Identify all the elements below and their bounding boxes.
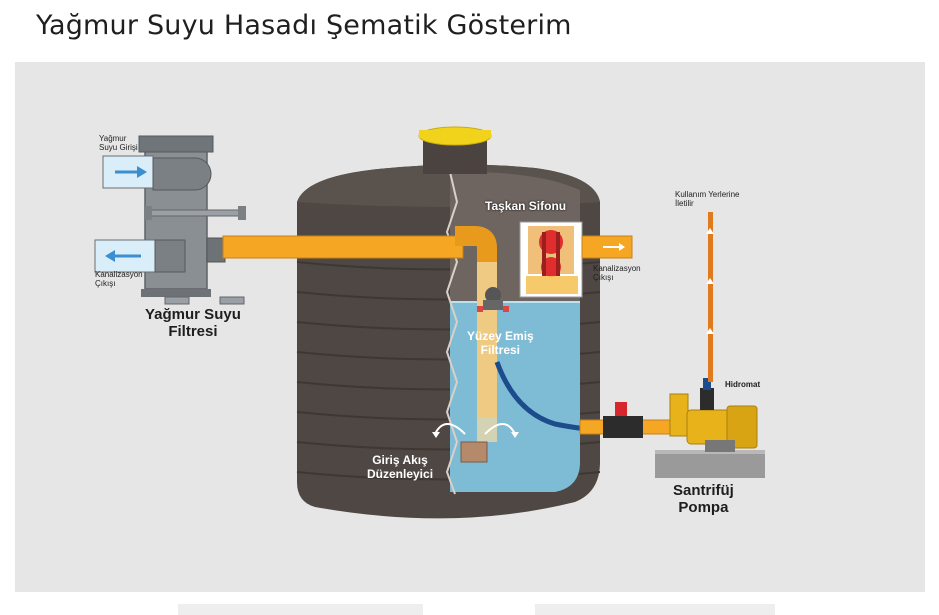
- rain-filter-unit: [94, 135, 246, 305]
- inflow-regulator-line2: Düzenleyici: [367, 466, 434, 481]
- sewer-outlet-right-line2: Çıkışı: [593, 273, 614, 283]
- rain-filter-label-line2: Filtresi: [168, 323, 218, 341]
- usage-points-label: Kullanım Yerlerine İletilir: [675, 190, 739, 208]
- pump-label-line2: Pompa: [678, 499, 729, 517]
- inflow-regulator-line1: Giriş Akış: [372, 453, 428, 467]
- usage-points-line2: İletilir: [675, 199, 694, 209]
- sewer-outlet-left-label: Kanalizasyon Çıkışı: [95, 270, 143, 288]
- sewer-outlet-left-line2: Çıkışı: [95, 279, 116, 289]
- rain-inlet-label-line1: Yağmur: [99, 134, 127, 143]
- page-title: Yağmur Suyu Hasadı Şematik Gösterim: [36, 10, 572, 41]
- sewer-outlet-left-line1: Kanalizasyon: [95, 270, 143, 279]
- pump-label-line1: Santrifüj: [673, 482, 734, 499]
- schematic-diagram: Yağmur Suyu Girişi Kanalizasyon Çıkışı Y…: [15, 62, 925, 592]
- surface-filter-line2: Filtresi: [480, 342, 521, 357]
- inflow-regulator-label: Giriş Akış Düzenleyici: [367, 453, 434, 482]
- surface-filter-label: Yüzey Emiş Filtresi: [467, 329, 534, 358]
- rain-filter-label: Yağmur Suyu Filtresi: [145, 306, 241, 341]
- sewer-outlet-right-line1: Kanalizasyon: [593, 264, 641, 273]
- sewer-outlet-right-label: Kanalizasyon Çıkışı: [593, 264, 641, 282]
- centrifugal-pump: [655, 212, 765, 478]
- bottom-image-strip-left: [178, 604, 423, 615]
- pump-label: Santrifüj Pompa: [673, 482, 734, 517]
- rain-inlet-label: Yağmur Suyu Girişi: [99, 134, 138, 152]
- hidromat-label: Hidromat: [725, 380, 761, 389]
- inflow-regulator: [432, 423, 519, 463]
- overflow-siphon: [519, 221, 633, 298]
- surface-filter-line1: Yüzey Emiş: [467, 329, 534, 343]
- usage-points-line1: Kullanım Yerlerine: [675, 190, 740, 199]
- bottom-image-strip-right: [535, 604, 775, 615]
- rain-inlet-label-line2: Suyu Girişi: [99, 143, 138, 153]
- rain-filter-label-line1: Yağmur Suyu: [145, 306, 241, 323]
- schematic-graphic: [94, 126, 765, 519]
- overflow-siphon-label: Taşkan Sifonu: [485, 199, 567, 213]
- storage-tank: [296, 126, 601, 519]
